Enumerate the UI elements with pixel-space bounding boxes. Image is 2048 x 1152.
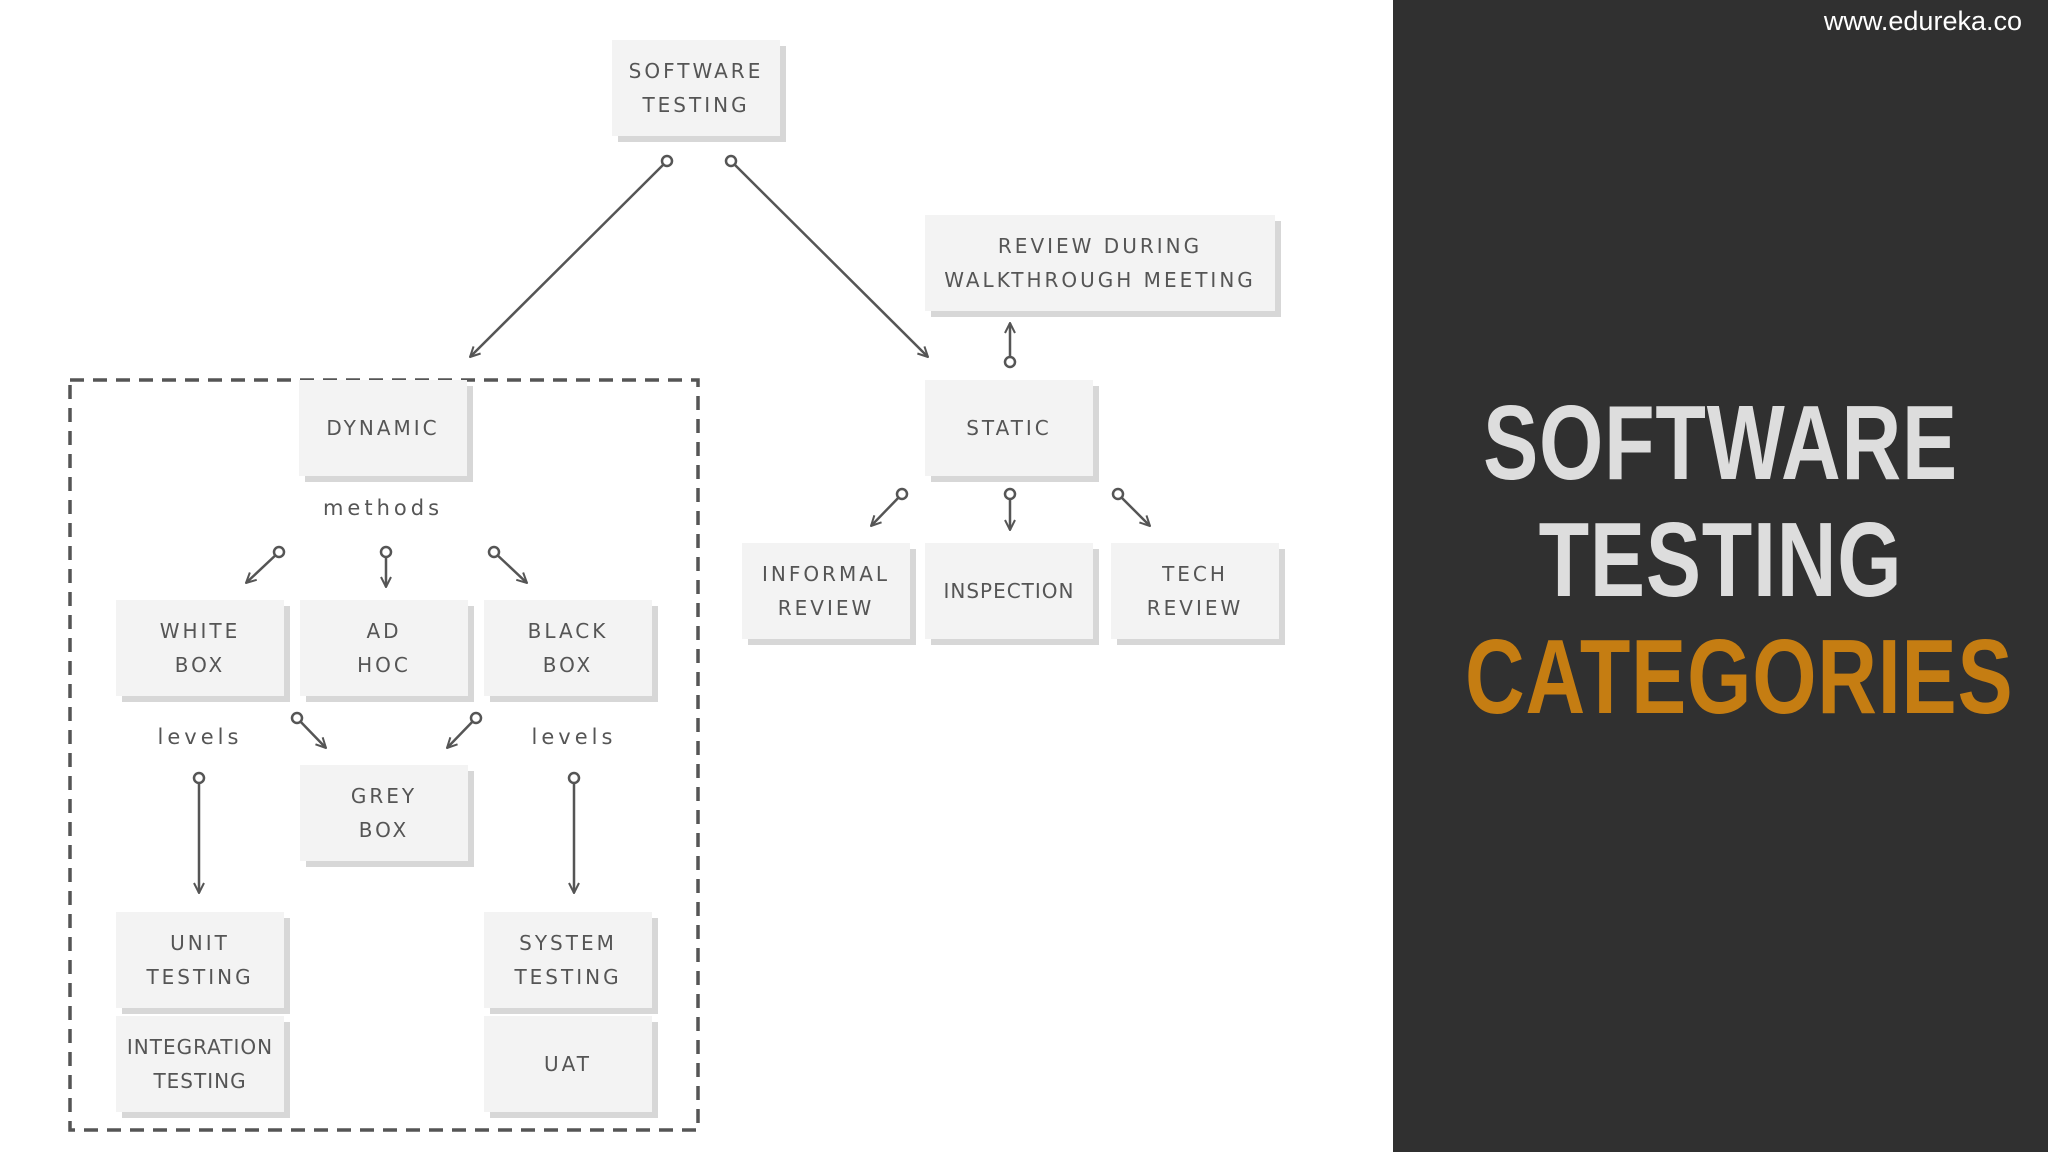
label-methods: methods [322,496,444,520]
diagram-connectors [68,154,1393,1132]
title-line-categories: CATEGORIES [1465,618,2014,736]
edge-dynamic-to-white-origin-dot [272,545,286,559]
edge-dynamic-to-black-origin-dot [487,545,501,559]
edge-black-to-grey [447,717,477,748]
edge-dynamic-to-adhoc-origin-dot [379,545,393,559]
label-levels-right: levels [531,725,617,749]
title-panel: www.edureka.co SOFTWARE TESTING CATEGORI… [1393,0,2048,1152]
edge-static-to-informal [871,493,903,526]
label-levels-left: levels [157,725,243,749]
node-inspection: INSPECTION [925,543,1093,639]
node-dynamic: DYNAMIC [299,380,467,476]
edge-static-to-review-origin-dot [1003,355,1017,369]
node-static: STATIC [925,380,1093,476]
edge-white-to-grey-origin-dot [290,711,304,725]
website-link[interactable]: www.edureka.co [1823,6,2022,36]
edge-black-to-system-origin-dot [567,771,581,785]
edge-black-to-grey-origin-dot [469,711,483,725]
edge-static-to-inspection-origin-dot [1003,487,1017,501]
edge-root-to-dynamic-origin-dot [660,154,674,168]
edge-dynamic-to-white [246,551,280,583]
edge-root-to-static-origin-dot [724,154,738,168]
edge-dynamic-to-black [493,551,527,583]
node-uat: UAT [484,1016,652,1112]
edge-static-to-tech [1117,493,1150,526]
edge-white-to-grey [296,717,326,748]
edge-white-to-unit-origin-dot [192,771,206,785]
title-line-software: SOFTWARE [1483,384,1958,502]
edge-root-to-dynamic [470,160,668,357]
title-line-testing: TESTING [1538,501,1903,619]
edge-static-to-informal-origin-dot [895,487,909,501]
edge-root-to-static [730,160,928,357]
dynamic-group-frame [68,378,700,1132]
edge-static-to-tech-origin-dot [1111,487,1125,501]
